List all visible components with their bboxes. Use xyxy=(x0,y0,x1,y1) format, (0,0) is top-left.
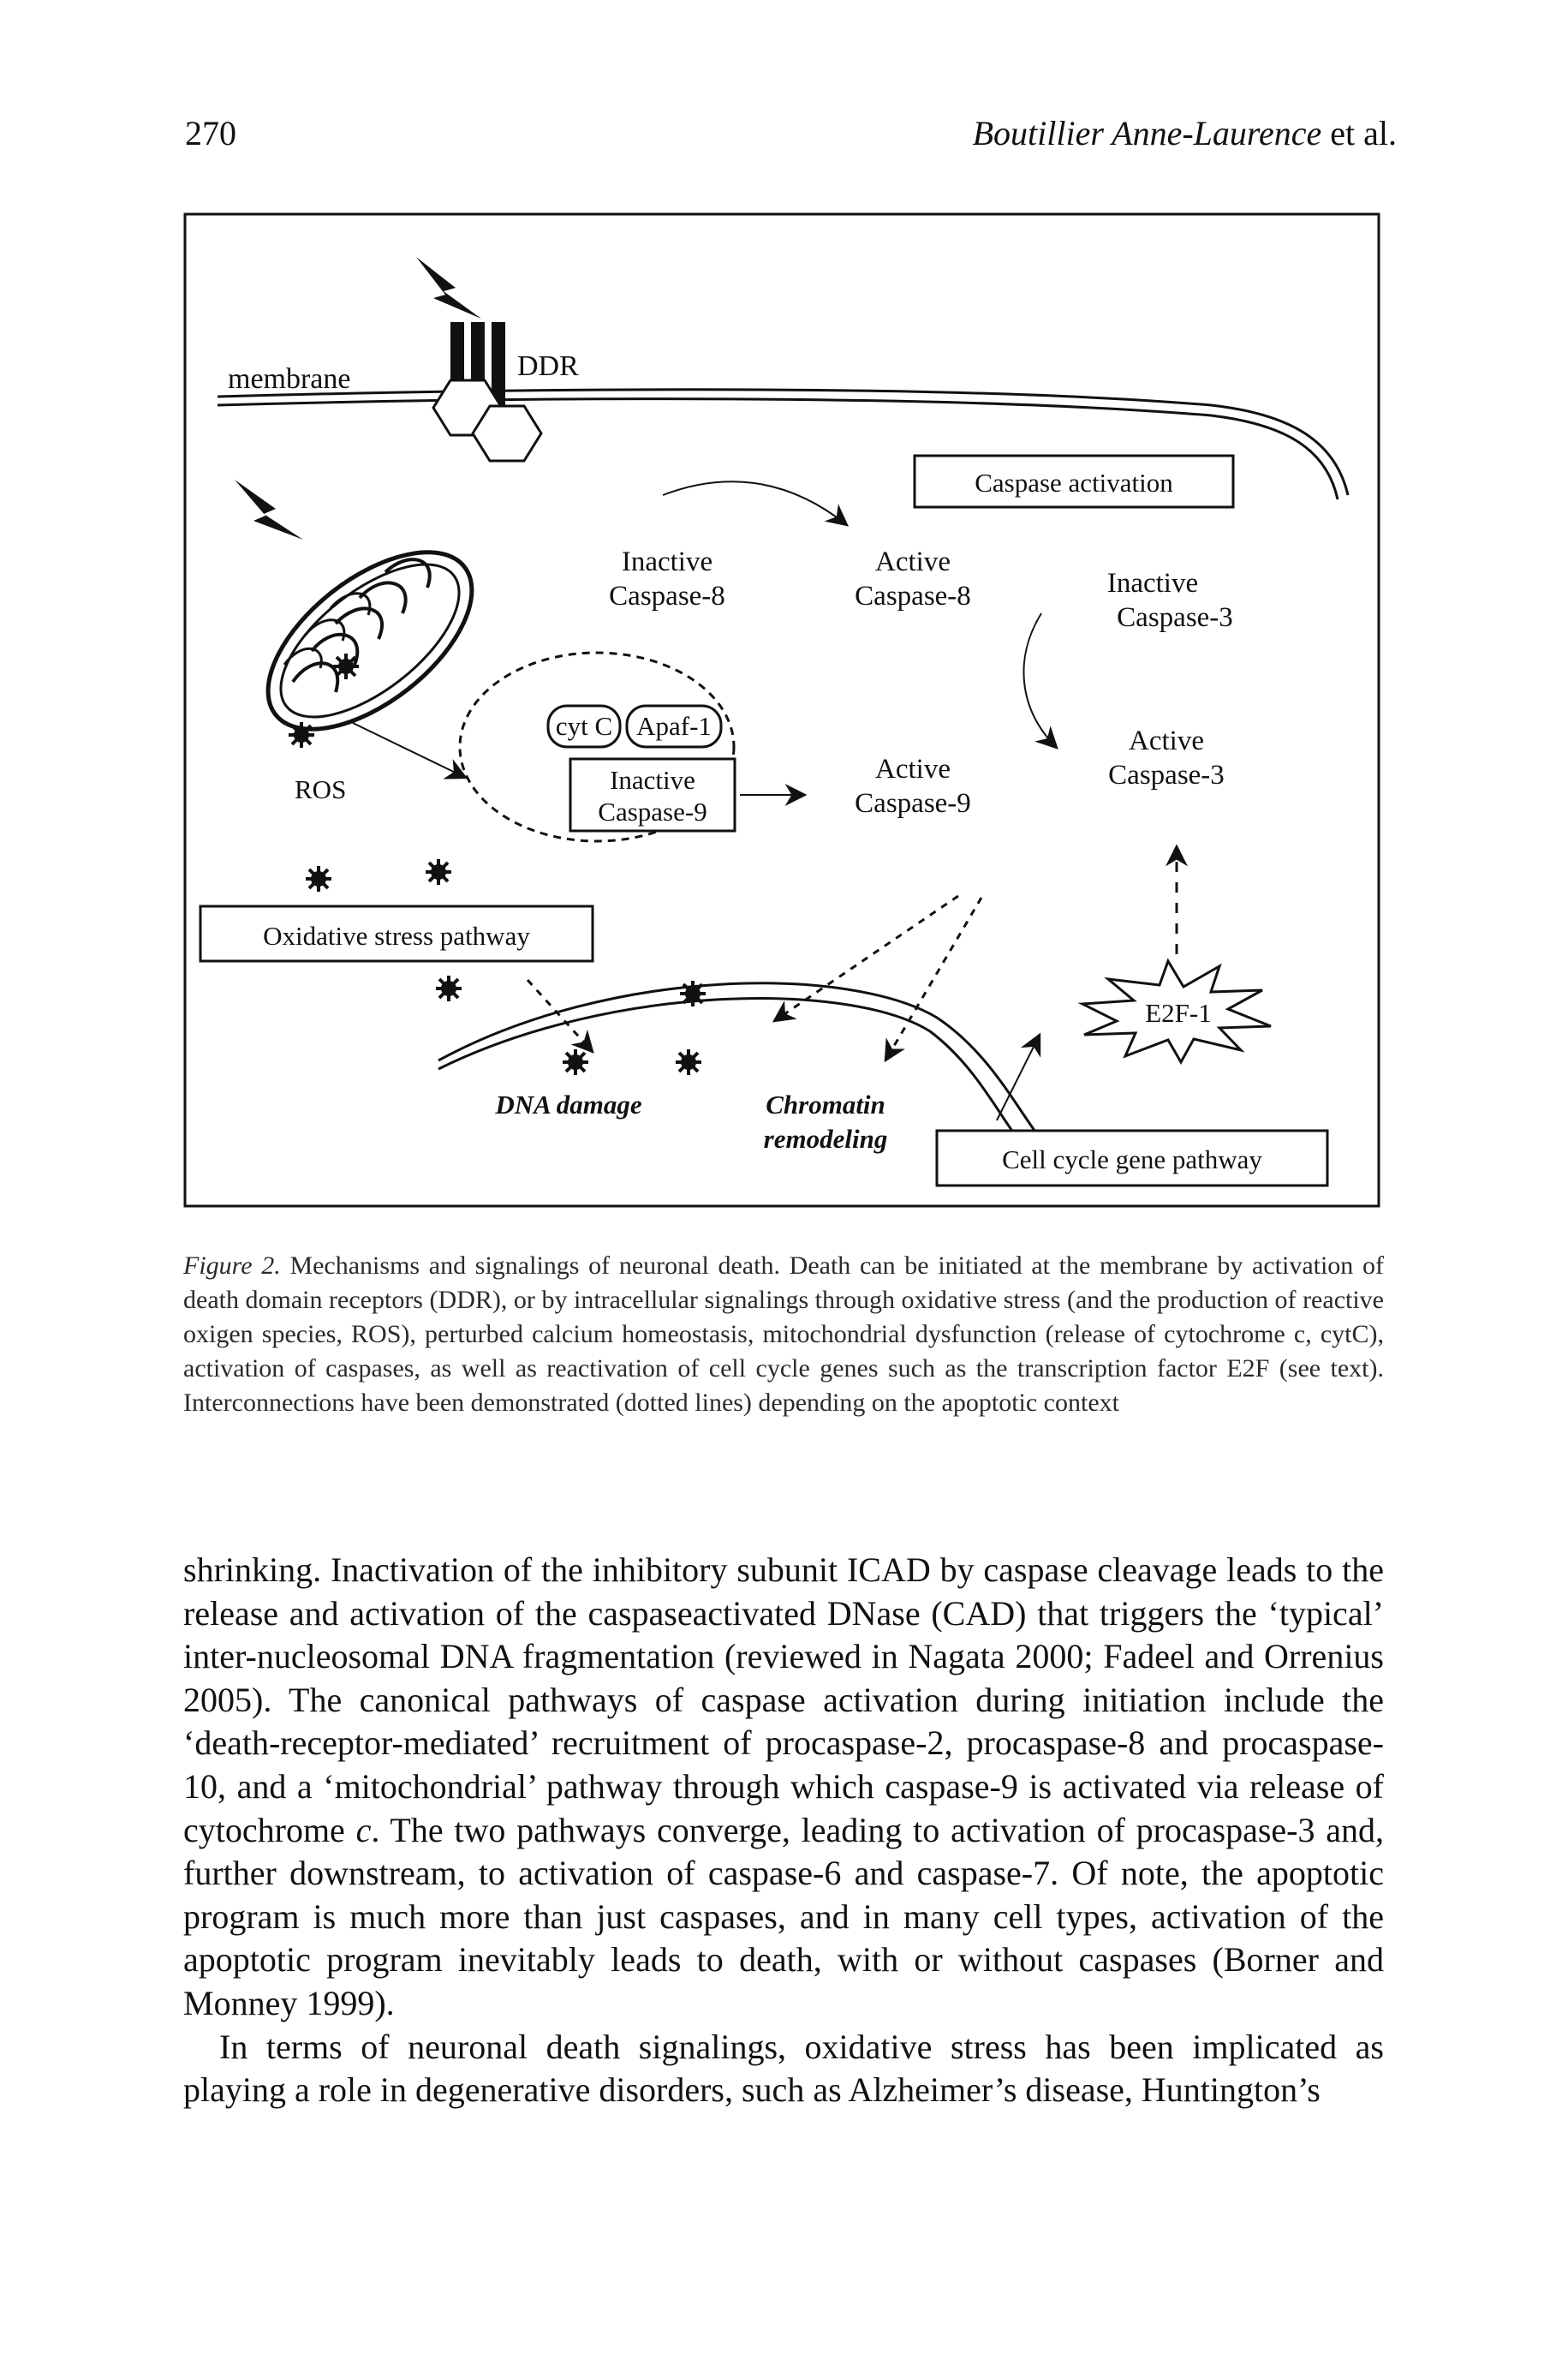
ddr-receptor xyxy=(432,322,543,463)
ros-star-icon xyxy=(304,864,333,893)
ros-star-icon xyxy=(434,974,463,1003)
figure-caption: Figure 2. Mechanisms and signalings of n… xyxy=(183,1249,1384,1420)
body-text: shrinking. Inactivation of the inhibitor… xyxy=(183,1549,1384,2112)
figure-diagram: membrane DDR Caspase activation Inactive… xyxy=(183,212,1380,1208)
figure-frame xyxy=(183,212,1380,1208)
caption-label: Figure 2. xyxy=(183,1251,281,1280)
ros-star-icon xyxy=(678,979,707,1008)
cytc-label: cyt C xyxy=(556,711,612,741)
cytc-box xyxy=(546,704,622,749)
membrane-label: membrane xyxy=(228,363,351,395)
cell-cycle-label: Cell cycle gene pathway xyxy=(1002,1144,1262,1174)
apaf1-box xyxy=(625,704,723,749)
mitochondrion-icon xyxy=(265,550,474,732)
ros-label: ROS xyxy=(295,774,346,804)
caspase-activation-label: Caspase activation xyxy=(975,468,1173,498)
arrow-caspase8-activation xyxy=(662,481,850,527)
body-paragraph: In terms of neuronal death signalings, o… xyxy=(183,2027,1384,2110)
running-header-author: Boutillier Anne-Laurence xyxy=(972,114,1322,152)
cell-cycle-box xyxy=(935,1129,1329,1187)
caspase-activation-box xyxy=(913,454,1235,509)
dna-damage-label: DNA damage xyxy=(494,1090,642,1120)
caption-text: Mechanisms and signalings of neuronal de… xyxy=(183,1251,1384,1417)
inactive-caspase9-box xyxy=(569,757,736,833)
arrow-mito-to-apoptosome xyxy=(352,722,468,779)
ros-star-icon xyxy=(331,652,361,681)
dotted-arrow-caspase9-to-dna xyxy=(772,894,959,1023)
nuclear-membrane xyxy=(438,997,1022,1144)
e2f1-burst-icon xyxy=(1077,958,1272,1066)
body-paragraph: shrinking. Inactivation of the inhibitor… xyxy=(183,1549,1384,2026)
oxidative-stress-label: Oxidative stress pathway xyxy=(263,921,530,951)
ros-star-icon xyxy=(287,720,316,750)
apaf1-label: Apaf-1 xyxy=(636,711,712,741)
ros-star-icon xyxy=(674,1048,703,1077)
arrow-caspase3-activation xyxy=(1022,612,1058,750)
nuclear-membrane xyxy=(438,982,1041,1138)
dotted-arrow-caspase9-to-chromatin xyxy=(884,897,983,1063)
apoptosome-dotted-outline xyxy=(458,651,736,843)
running-header-suffix: et al. xyxy=(1330,114,1397,152)
page-number: 270 xyxy=(185,114,236,152)
lightning-bolt-icon xyxy=(416,257,481,319)
arrow-cell-cycle-to-chromatin xyxy=(996,1032,1041,1121)
ros-star-icon xyxy=(424,857,453,887)
body-text-run: . The two pathways converge, leading to … xyxy=(183,1810,1384,2022)
ddr-label: DDR xyxy=(517,350,579,382)
body-text-run: shrinking. Inactivation of the inhibitor… xyxy=(183,1550,1384,1849)
running-header: Boutillier Anne-Laurence et al. xyxy=(973,113,1397,153)
lightning-bolt-icon xyxy=(235,480,303,540)
body-text-italic: c xyxy=(355,1810,372,1849)
e2f1-label: E2F-1 xyxy=(1145,998,1212,1028)
dotted-arrow-oxidative-to-dna xyxy=(526,978,594,1054)
ros-star-icon xyxy=(561,1048,590,1077)
oxidative-stress-box xyxy=(199,905,594,963)
